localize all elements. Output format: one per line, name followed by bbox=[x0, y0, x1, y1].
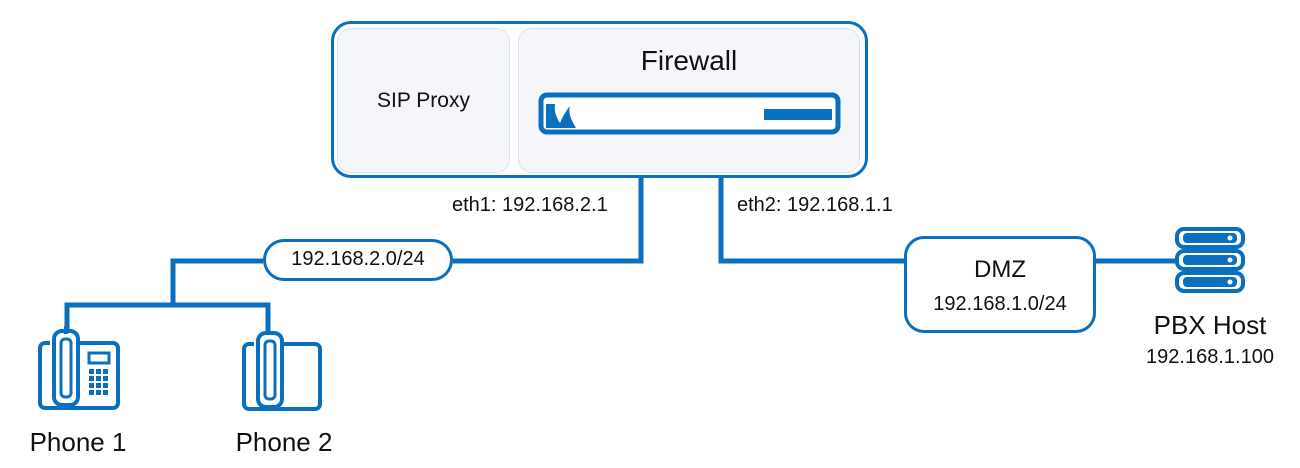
sip-proxy-panel bbox=[337, 28, 510, 173]
link-lan-to-phones bbox=[64, 258, 271, 336]
eth1-interface-label: eth1: 192.168.2.1 bbox=[452, 194, 608, 216]
server-stack-icon bbox=[1175, 227, 1245, 293]
pbx-ip-label: 192.168.1.100 bbox=[1146, 346, 1274, 368]
phone-2-label: Phone 2 bbox=[235, 427, 333, 457]
phone-1-label: Phone 1 bbox=[29, 427, 127, 457]
dmz-title: DMZ bbox=[974, 256, 1026, 283]
desk-phone-keypad-icon bbox=[38, 326, 120, 410]
pbx-host-label: PBX Host bbox=[1153, 310, 1267, 340]
lan-network-node bbox=[263, 239, 453, 281]
link-firewall-to-lan bbox=[453, 178, 644, 264]
firewall-appliance-icon bbox=[538, 92, 841, 135]
dmz-network-node bbox=[904, 236, 1096, 333]
eth2-interface-label: eth2: 192.168.1.1 bbox=[737, 194, 893, 216]
firewall-label: Firewall bbox=[640, 45, 738, 76]
lan-subnet-label: 192.168.2.0/24 bbox=[291, 248, 425, 270]
desk-phone-icon bbox=[242, 331, 322, 411]
link-firewall-to-dmz bbox=[718, 178, 904, 264]
dmz-subnet-label: 192.168.1.0/24 bbox=[933, 293, 1067, 315]
sip-proxy-label: SIP Proxy bbox=[377, 89, 470, 112]
